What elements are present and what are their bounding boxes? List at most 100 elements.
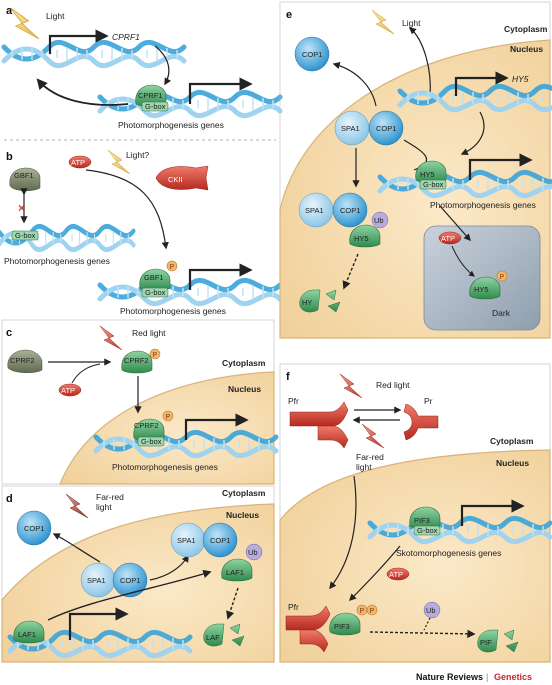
genes-label: Skotomorphogenesis genes	[396, 548, 501, 558]
cytoplasm-label: Cytoplasm	[490, 436, 534, 446]
feedback-arrow	[36, 78, 129, 106]
pfr-import-arrow	[329, 475, 357, 590]
cprf2-inactive	[7, 349, 43, 373]
gbox-label: G-box	[15, 231, 36, 240]
gbox	[419, 179, 447, 190]
light-question-label: Light?	[126, 150, 149, 160]
degradation-arrow	[369, 629, 476, 639]
export-arrow	[332, 62, 377, 107]
target-transcription-arrow	[184, 413, 249, 440]
genes-label: Photomorphogenesis genes	[112, 462, 218, 472]
light-bolt-icon	[371, 9, 395, 35]
gbox	[141, 101, 169, 112]
laf1-r-label: LAF1	[226, 568, 244, 577]
far-red-bolt-icon	[361, 423, 385, 449]
atp-molecule	[438, 231, 462, 245]
pfr-receptor	[289, 401, 349, 427]
light-bolt-icon	[10, 7, 40, 40]
panel-b: b ATP Light? CKII GBF1 × G-box Photomorp…	[0, 149, 280, 316]
pif-fragment	[477, 629, 499, 653]
light-label: Light	[402, 18, 421, 28]
gbox-label: G-box	[145, 102, 166, 111]
pfr-label: Pfr	[288, 396, 299, 406]
dark-arrow	[439, 205, 471, 242]
spa1-label: SPA1	[341, 124, 360, 133]
cytoplasm-label: Cytoplasm	[222, 488, 266, 498]
cop1-sphere	[368, 110, 404, 146]
transcription-arrow	[48, 29, 109, 54]
cop1-r-label: COP1	[210, 536, 230, 545]
far-red-label: Far-red	[356, 452, 384, 462]
nucleus-shape	[279, 449, 551, 663]
gbf1-label: GBF1	[14, 171, 34, 180]
degradation-arrow	[342, 253, 359, 290]
panel-d-letter: d	[6, 493, 13, 505]
target-transcription-arrow	[468, 153, 533, 180]
phosphate-label-2: P	[370, 608, 375, 615]
phosphate-badge	[496, 270, 508, 282]
far-red-label: Far-red	[96, 492, 124, 502]
gbox-label: G-box	[417, 526, 438, 535]
cop1-sphere-b	[112, 562, 148, 598]
laf-deg-label: LAF	[206, 633, 220, 642]
panel-e-letter: e	[286, 9, 292, 21]
phosphate-badge	[162, 410, 174, 422]
ub-label: Ub	[374, 216, 384, 225]
degradation-arrow	[226, 587, 239, 620]
atp-arrow	[71, 363, 101, 384]
atp-label: ATP	[71, 158, 85, 167]
atp-molecule	[386, 567, 410, 581]
cprf2-label: CPRF2	[10, 356, 35, 365]
cop1-label: COP1	[376, 124, 396, 133]
atp-molecule	[58, 383, 82, 397]
footer: Nature Reviews | Genetics	[416, 672, 532, 682]
journal-separator: |	[486, 672, 488, 682]
ckii-kinase	[155, 165, 209, 191]
phosphate-label: P	[360, 608, 365, 615]
far-red-light-label: light	[356, 462, 372, 472]
laf1-label: LAF1	[18, 630, 36, 639]
translation-arrow	[460, 111, 485, 155]
nucleus-label: Nucleus	[228, 384, 261, 394]
gbox	[141, 287, 169, 298]
pfr-receptor-b-lower	[299, 629, 329, 653]
journal-section: Genetics	[494, 672, 532, 682]
cop1-label: COP1	[24, 524, 44, 533]
target-transcription-arrow	[188, 77, 253, 104]
ubiquitin-badge	[245, 543, 263, 561]
nucleus-label: Nucleus	[496, 458, 529, 468]
pr-label: Pr	[424, 396, 433, 406]
cprf2-n-label: CPRF2	[134, 421, 159, 430]
cop1-b-label: COP1	[120, 576, 140, 585]
panel-b-letter: b	[6, 151, 13, 163]
spa1-r-label: SPA1	[177, 536, 196, 545]
cop1-out-label: COP1	[302, 50, 322, 59]
gbox-label: G-box	[141, 437, 162, 446]
pif-deg-label: PIF	[480, 638, 492, 647]
pr-receptor	[403, 403, 439, 441]
cytoplasm-label: Cytoplasm	[504, 24, 548, 34]
phosphorylation-arrow	[85, 169, 169, 250]
cytoplasm-label: Cytoplasm	[222, 358, 266, 368]
hy-fragment-pieces	[325, 289, 341, 313]
ckii-label: CKII	[168, 175, 183, 184]
gene-label: CPRF1	[112, 32, 140, 42]
ubiquitin-badge	[371, 211, 389, 229]
pfr-b-label: Pfr	[288, 602, 299, 612]
cop1-sphere-b	[332, 192, 368, 228]
red-light-bolt-icon	[339, 373, 363, 399]
hy5-label: HY5	[420, 170, 435, 179]
pif-fragment-pieces	[503, 629, 519, 653]
ubiquitin-badge	[423, 601, 441, 619]
gbf1-p-label: GBF1	[144, 273, 164, 282]
phosphate-label: P	[500, 274, 505, 281]
block-cross-icon: ×	[18, 201, 25, 215]
light-label: light	[96, 502, 112, 512]
gbox2-label: G-box	[145, 288, 166, 297]
atp-label: ATP	[441, 234, 455, 243]
nucleus-label: Nucleus	[510, 44, 543, 54]
target-transcription-arrow	[460, 499, 525, 526]
panel-c-letter: c	[6, 327, 12, 339]
hy5-p-label: HY5	[474, 285, 489, 294]
